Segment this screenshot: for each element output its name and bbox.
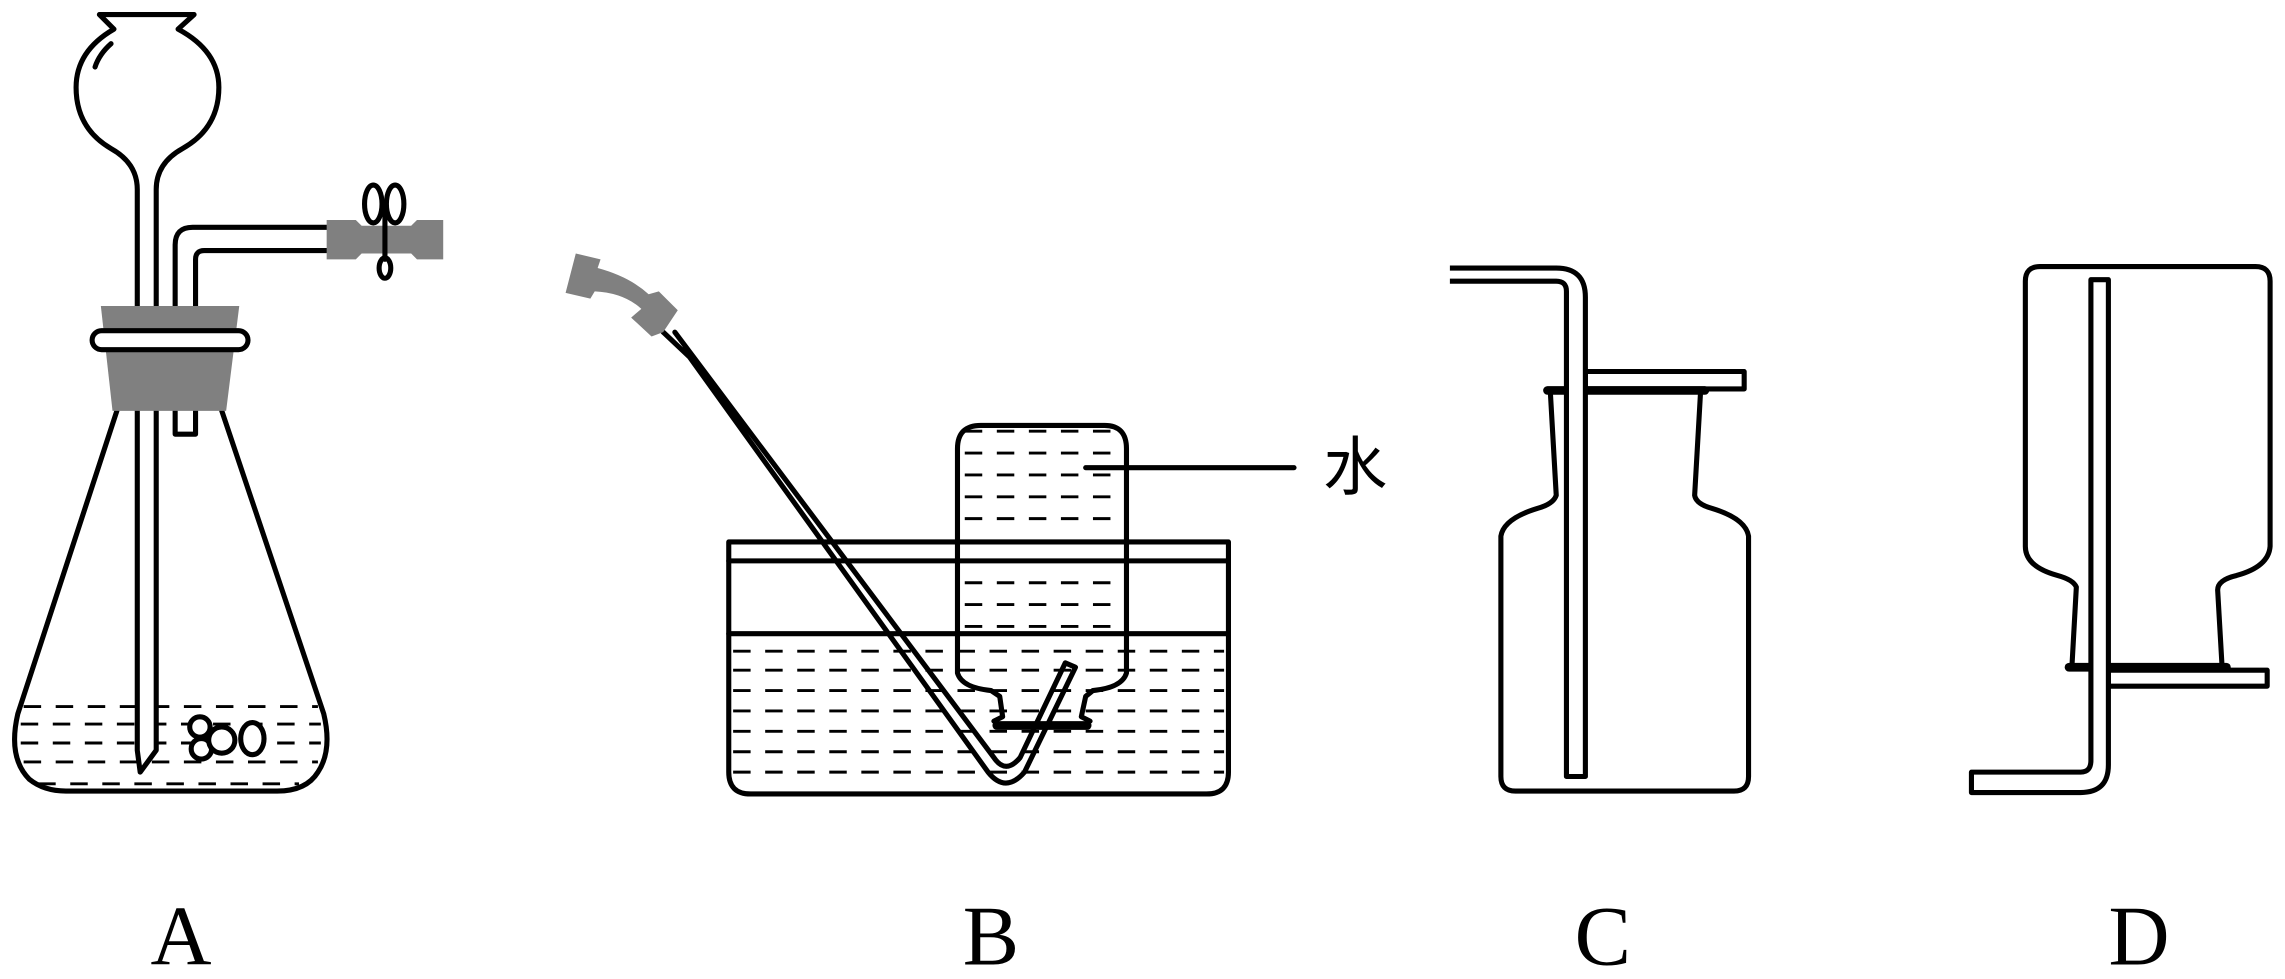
bottle-water (964, 429, 1120, 628)
short-tube (2105, 667, 2270, 689)
trough-water (733, 649, 1225, 774)
apparatus-b-water-collection: 水 B (565, 253, 1387, 979)
label-b: B (963, 890, 1019, 979)
long-tube (1449, 265, 1588, 780)
conical-flask (12, 408, 330, 794)
apparatus-d-downward-air-displacement: D (1968, 264, 2273, 979)
water-trough (726, 539, 1232, 797)
gas-bubbles (187, 714, 267, 762)
apparatus-a-flask-with-funnel: A (12, 12, 444, 979)
rubber-stopper (100, 305, 240, 411)
rubber-connector (565, 253, 678, 337)
spring-clamp-icon (361, 182, 407, 281)
flask-ring (89, 328, 251, 353)
label-a: A (150, 890, 211, 979)
delivery-tube (172, 224, 336, 437)
apparatus-c-upward-air-displacement: C (1449, 265, 1752, 979)
water-label: 水 (1323, 431, 1387, 505)
gas-collecting-bottle (954, 422, 1130, 724)
long-tube (1968, 277, 2111, 796)
wide-mouth-bottle (1498, 390, 1752, 794)
flask-liquid (20, 705, 321, 786)
inverted-bottle (2022, 264, 2273, 669)
label-c: C (1575, 890, 1631, 979)
funnel-highlight (92, 41, 114, 70)
label-d: D (2108, 890, 2169, 979)
bent-delivery-tube (660, 329, 1079, 786)
